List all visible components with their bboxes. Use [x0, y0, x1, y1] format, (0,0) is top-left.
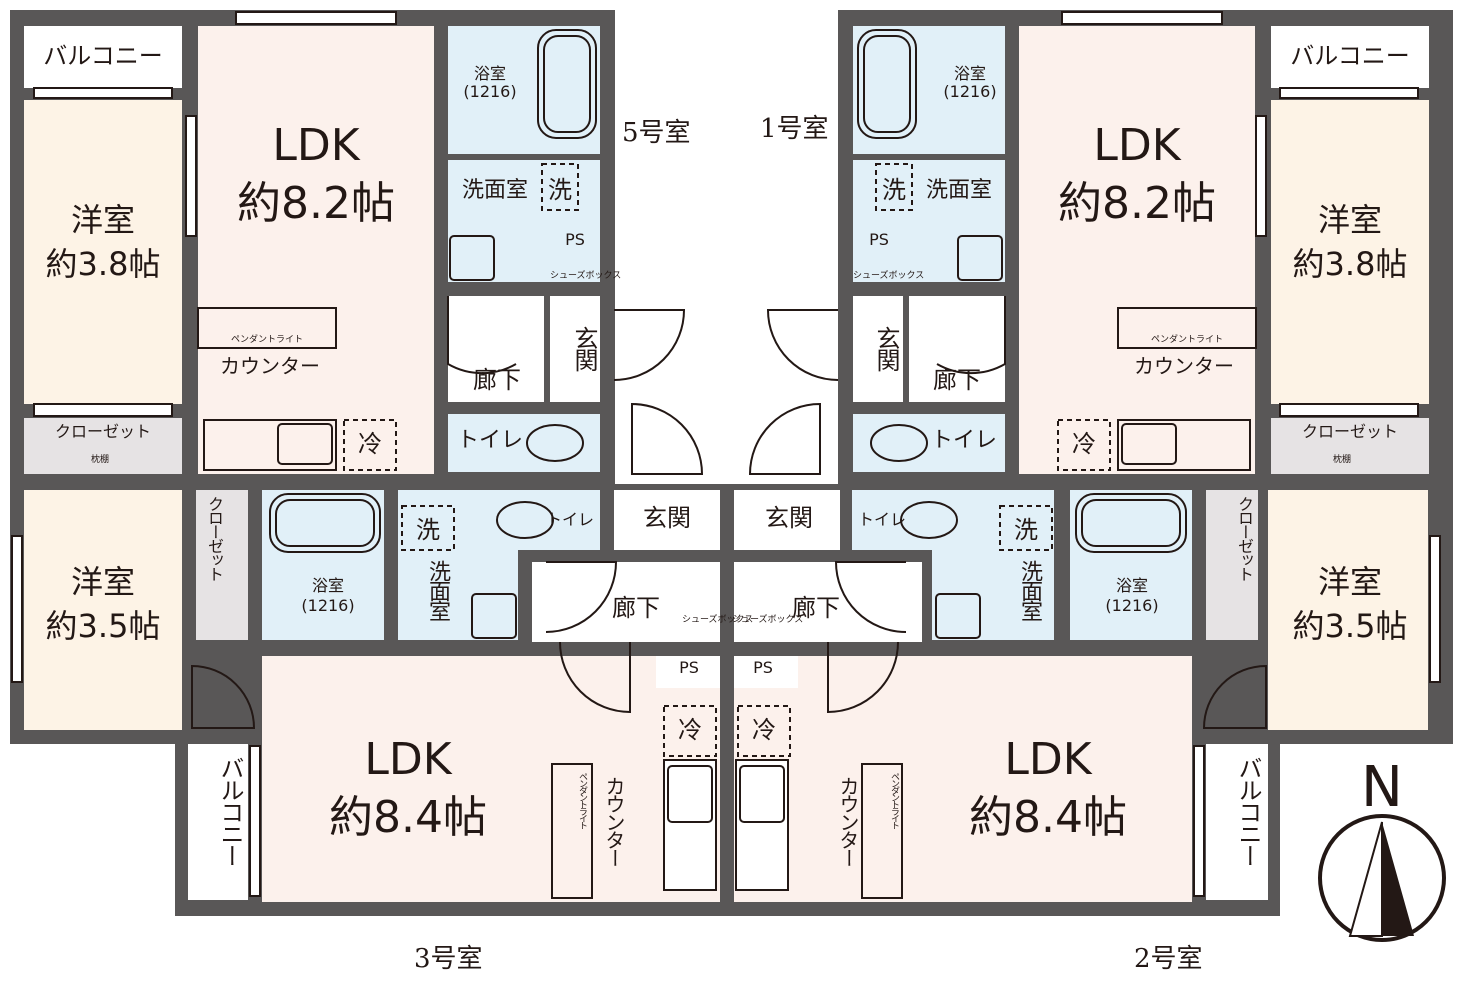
u3-toilet-label: トイレ	[545, 510, 594, 529]
north-arrow-icon	[1318, 814, 1446, 942]
u5-pendant-light-label: ペンダントライト	[230, 335, 303, 345]
u5-counter-label: カウンター	[220, 354, 320, 378]
u2-washroom-label: 洗面室	[1017, 560, 1042, 620]
u5-ldk-label: LDK	[272, 120, 360, 171]
u2-balcony-label: バルコニー	[1234, 756, 1262, 866]
u1-pillow-shelf-label: 枕棚	[1332, 455, 1351, 465]
windows	[11, 11, 1441, 897]
u1-bedroom2-label: 洋室	[1317, 563, 1382, 601]
unit-5-label: 5号室	[622, 118, 691, 148]
u2-ps-label: PS	[753, 658, 773, 677]
unit-3-label: 3号室	[414, 944, 483, 974]
u3-counter-label: カウンター	[602, 776, 626, 866]
u1-counter-label: カウンター	[1134, 354, 1234, 378]
u3-bath-size: (1216)	[301, 596, 355, 615]
u3-shoebox-label: シューズボックス	[682, 615, 754, 625]
u2-ldk-size: 約8.4帖	[969, 792, 1127, 843]
unit-3-rooms	[24, 490, 720, 902]
u3-balcony-label: バルコニー	[216, 756, 244, 866]
u5-wash-label: 洗	[548, 176, 572, 204]
u2-pendant-light-label: ペンダントライト	[889, 772, 899, 828]
u5-bedroom2-label: 洋室	[70, 563, 135, 601]
u1-ldk-label: LDK	[1093, 120, 1181, 171]
u5-entrance-label: 玄関	[570, 326, 598, 370]
u1-bedroom2-size: 約3.5帖	[1292, 607, 1408, 645]
unit-2-label: 2号室	[1134, 944, 1203, 974]
u3-pendant-light-label: ペンダントライト	[577, 772, 587, 828]
u2-bath-label: 浴室	[1115, 576, 1148, 595]
u5-closet2-label: クローゼット	[205, 496, 224, 580]
u3-washroom-label: 洗面室	[425, 560, 450, 620]
u5-bedroom1-label: 洋室	[70, 201, 135, 239]
fixtures	[191, 29, 1267, 899]
u3-bath-label: 浴室	[311, 576, 344, 595]
u3-wash-label: 洗	[416, 516, 440, 544]
u3-ldk-size: 約8.4帖	[329, 792, 487, 843]
u1-ps-label: PS	[869, 230, 889, 249]
u2-counter-label: カウンター	[836, 776, 860, 866]
u3-hallway-label: 廊下	[612, 594, 660, 622]
north-label: N	[1361, 755, 1403, 820]
u1-pendant-light-label: ペンダントライト	[1150, 335, 1223, 345]
u1-shoebox-label: シューズボックス	[853, 271, 925, 281]
u5-balcony-label: バルコニー	[43, 42, 163, 70]
u1-bedroom1-size: 約3.8帖	[1292, 245, 1408, 283]
u1-bedroom1-label: 洋室	[1317, 201, 1382, 239]
u1-wash-label: 洗	[882, 176, 906, 204]
u1-closet-label: クローゼット	[1301, 422, 1398, 441]
unit-1-rooms	[853, 26, 1429, 474]
u1-bath-label: 浴室	[953, 64, 986, 83]
unit-5-rooms	[24, 26, 600, 474]
u1-fridge-label: 冷	[1072, 430, 1096, 458]
u2-toilet-label: トイレ	[857, 510, 906, 529]
u5-ps-label: PS	[565, 230, 585, 249]
u3-ldk-label: LDK	[364, 734, 452, 785]
u1-ldk-size: 約8.2帖	[1058, 178, 1216, 229]
u2-wash-label: 洗	[1014, 516, 1038, 544]
u3-ps-label: PS	[679, 658, 699, 677]
unit-2-rooms	[734, 490, 1428, 902]
u1-bath-size: (1216)	[943, 82, 997, 101]
u3-fridge-label: 冷	[678, 716, 702, 744]
u5-ldk-size: 約8.2帖	[237, 178, 395, 229]
u5-fridge-label: 冷	[358, 430, 382, 458]
u1-closet2-label: クローゼット	[1235, 496, 1254, 580]
u5-washroom-label: 洗面室	[461, 178, 528, 203]
u1-washroom-label: 洗面室	[925, 178, 992, 203]
u2-fridge-label: 冷	[752, 716, 776, 744]
u1-balcony-label: バルコニー	[1290, 42, 1410, 70]
u1-hallway-label: 廊下	[933, 366, 981, 394]
u2-entrance-label: 玄関	[765, 504, 813, 532]
u2-ldk-label: LDK	[1004, 734, 1092, 785]
u2-shoebox-label: シューズボックス	[732, 615, 804, 625]
u5-pillow-shelf-label: 枕棚	[90, 455, 109, 465]
u5-bath-label: 浴室	[473, 64, 506, 83]
u5-hallway-label: 廊下	[473, 366, 521, 394]
u5-bath-size: (1216)	[463, 82, 517, 101]
u5-bedroom1-size: 約3.8帖	[45, 245, 161, 283]
u2-hallway-label: 廊下	[792, 594, 840, 622]
unit-1-label: 1号室	[760, 114, 829, 144]
u5-closet-label: クローゼット	[54, 422, 151, 441]
u5-shoebox-label: シューズボックス	[550, 271, 622, 281]
u5-toilet-label: トイレ	[456, 428, 523, 453]
u3-entrance-label: 玄関	[643, 504, 691, 532]
u1-toilet-label: トイレ	[930, 428, 997, 453]
u5-bedroom2-size: 約3.5帖	[45, 607, 161, 645]
u1-entrance-label: 玄関	[872, 326, 900, 370]
u2-bath-size: (1216)	[1105, 596, 1159, 615]
